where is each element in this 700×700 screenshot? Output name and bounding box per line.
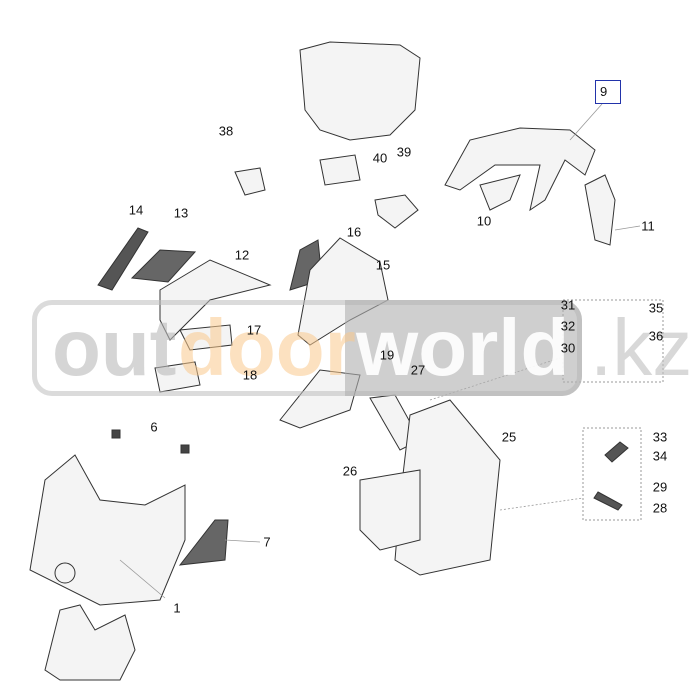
callout-30[interactable]: 30 xyxy=(560,340,576,356)
part-6-clip-left xyxy=(111,429,121,439)
callout-12[interactable]: 12 xyxy=(234,247,250,263)
callout-14[interactable]: 14 xyxy=(128,202,144,218)
part-9-windshield-frame xyxy=(444,127,596,212)
callout-26[interactable]: 26 xyxy=(342,463,358,479)
part-18 xyxy=(154,361,201,393)
callout-33[interactable]: 33 xyxy=(652,429,668,445)
callout-38[interactable]: 38 xyxy=(218,123,234,139)
hardware-box-bottom xyxy=(582,427,642,521)
callout-40[interactable]: 40 xyxy=(372,150,388,166)
callout-6[interactable]: 6 xyxy=(150,419,158,435)
callout-34[interactable]: 34 xyxy=(652,448,668,464)
callout-10[interactable]: 10 xyxy=(476,213,492,229)
part-6-clip-right xyxy=(180,444,190,454)
hardware-box-top xyxy=(562,299,664,383)
part-13-grille xyxy=(130,249,197,283)
part-17 xyxy=(179,324,233,351)
callout-32[interactable]: 32 xyxy=(560,318,576,334)
part-11 xyxy=(584,174,616,246)
callout-17[interactable]: 17 xyxy=(246,322,262,338)
part-14-grille xyxy=(97,227,149,291)
callout-39[interactable]: 39 xyxy=(396,144,412,160)
part-10 xyxy=(479,174,521,211)
callout-35[interactable]: 35 xyxy=(648,300,664,316)
callout-9: 9 xyxy=(600,84,608,99)
part-33 xyxy=(604,441,629,463)
callout-31[interactable]: 31 xyxy=(560,297,576,313)
part-lower-hood xyxy=(44,604,136,681)
callout-36[interactable]: 36 xyxy=(648,328,664,344)
part-headlight-housing xyxy=(299,41,421,141)
selected-part-callout[interactable]: 9 xyxy=(595,80,621,104)
callout-19[interactable]: 19 xyxy=(379,347,395,363)
callout-11[interactable]: 11 xyxy=(641,218,655,234)
part-1-hood xyxy=(29,454,186,606)
part-38 xyxy=(234,167,266,196)
watermark-text-door: door xyxy=(178,303,356,392)
part-7-lens xyxy=(178,519,229,566)
callout-7[interactable]: 7 xyxy=(263,534,271,550)
callout-15[interactable]: 15 xyxy=(375,257,391,273)
part-40 xyxy=(319,154,361,186)
callout-16[interactable]: 16 xyxy=(346,224,362,240)
watermark-text-world: world xyxy=(356,303,570,392)
watermark-dark-panel xyxy=(345,300,582,396)
part-26 xyxy=(359,469,421,551)
callout-18[interactable]: 18 xyxy=(242,367,258,383)
part-15-side-panel xyxy=(297,237,389,346)
part-39 xyxy=(374,194,419,229)
callout-1[interactable]: 1 xyxy=(173,600,181,616)
callout-27[interactable]: 27 xyxy=(410,362,426,378)
callout-13[interactable]: 13 xyxy=(173,205,189,221)
part-1-light xyxy=(54,562,76,584)
watermark-text-out: out xyxy=(52,303,177,392)
callout-29[interactable]: 29 xyxy=(652,479,668,495)
callout-25[interactable]: 25 xyxy=(501,429,517,445)
callout-28[interactable]: 28 xyxy=(652,500,668,516)
part-28 xyxy=(593,491,623,511)
watermark-text-kz: .kz xyxy=(590,303,693,392)
